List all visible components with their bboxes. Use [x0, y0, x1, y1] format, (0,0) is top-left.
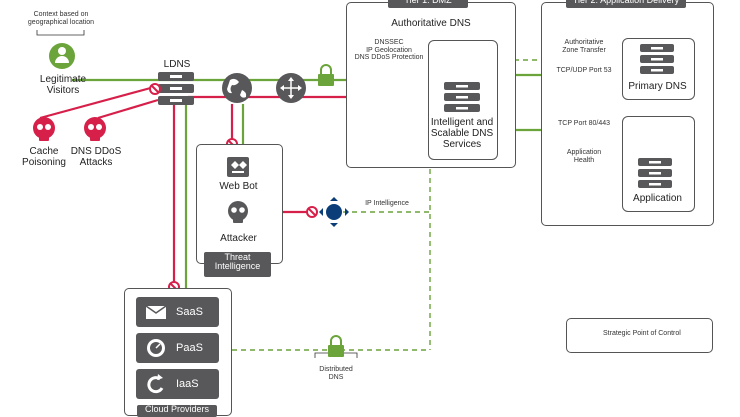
service-line2: Scalable DNS	[430, 128, 494, 139]
paas-label: PaaS	[176, 342, 203, 354]
cache-line1: Cache	[29, 146, 59, 157]
legit-line2: Visitors	[46, 85, 80, 96]
ldns-label: LDNS	[163, 59, 191, 70]
tier1-tab: Tier 1: DMZ	[388, 0, 468, 8]
ddos-label: DNS DDoS Attacks	[66, 146, 126, 168]
webbot-label: Web Bot	[219, 181, 258, 192]
iaas-label: IaaS	[176, 378, 199, 390]
health-line1: Application	[566, 149, 602, 156]
globe-icon	[222, 73, 252, 103]
threat-tab: Threat Intelligence	[204, 252, 271, 277]
threat-tab-line2: Intelligence	[214, 261, 261, 272]
server-icon-authoritative	[444, 82, 480, 112]
context-note: Context based on geographical location	[20, 11, 102, 26]
distributed-line2: DNS	[328, 373, 344, 381]
server-icon-application	[638, 158, 672, 188]
threat-tab-line1: Threat	[224, 252, 251, 262]
saas-item[interactable]: SaaS	[136, 297, 219, 327]
skull-icon-attacker	[228, 201, 248, 223]
zone-line2: Zone Transfer	[562, 46, 606, 54]
ldns-server-icon	[158, 72, 194, 105]
attacker-label: Attacker	[220, 233, 257, 244]
feature-dnssec: DNSSEC	[374, 39, 404, 46]
service-line1: Intelligent and	[430, 117, 494, 128]
router-icon	[276, 73, 306, 103]
feature-geolocation: IP Geolocation	[366, 46, 412, 54]
health-label: Application Health	[540, 149, 628, 164]
distributed-line1: Distributed	[319, 366, 353, 373]
lock-icon-distributed	[328, 335, 344, 357]
zone-line1: Authoritative	[564, 39, 604, 46]
dns-service-label: Intelligent and Scalable DNS Services	[428, 117, 496, 150]
application-label: Application	[633, 193, 682, 204]
lock-icon	[318, 64, 334, 86]
tier1-features: DNSSEC IP Geolocation DNS DDoS Protectio…	[346, 39, 432, 62]
iaas-item[interactable]: IaaS	[136, 369, 219, 399]
person-icon	[49, 43, 75, 69]
skull-icon-cache	[33, 117, 55, 141]
saas-label: SaaS	[176, 306, 203, 318]
legend-panel	[566, 318, 713, 353]
service-line3: Services	[442, 139, 482, 150]
tcp-label: TCP Port 80/443	[557, 120, 610, 127]
legend-label: Strategic Point of Control	[603, 330, 681, 337]
context-note-line1: Context based on	[33, 11, 89, 18]
server-icon-primary	[640, 44, 674, 74]
bot-icon	[227, 157, 249, 177]
tier1-title: Authoritative DNS	[391, 18, 471, 29]
legit-label: Legitimate Visitors	[28, 74, 98, 96]
tier2-tab: Tier 2: Application Delivery	[566, 0, 686, 8]
ddos-line2: Attacks	[79, 157, 113, 168]
health-line2: Health	[573, 156, 595, 164]
ddos-line1: DNS DDoS	[70, 146, 122, 157]
cache-label: Cache Poisoning	[14, 146, 74, 168]
context-note-line2: geographical location	[27, 18, 95, 26]
paas-item[interactable]: PaaS	[136, 333, 219, 363]
distributed-label: Distributed DNS	[310, 366, 362, 381]
cache-line2: Poisoning	[22, 157, 66, 168]
ip-intel-label: IP Intelligence	[365, 200, 409, 207]
zone-transfer-label: Authoritative Zone Transfer	[540, 39, 628, 54]
skull-icon-ddos	[84, 117, 106, 141]
feature-ddos: DNS DDoS Protection	[354, 54, 424, 62]
udp-label: TCP/UDP Port 53	[556, 67, 612, 74]
primary-dns-label: Primary DNS	[628, 81, 687, 92]
legit-line1: Legitimate	[39, 74, 87, 85]
